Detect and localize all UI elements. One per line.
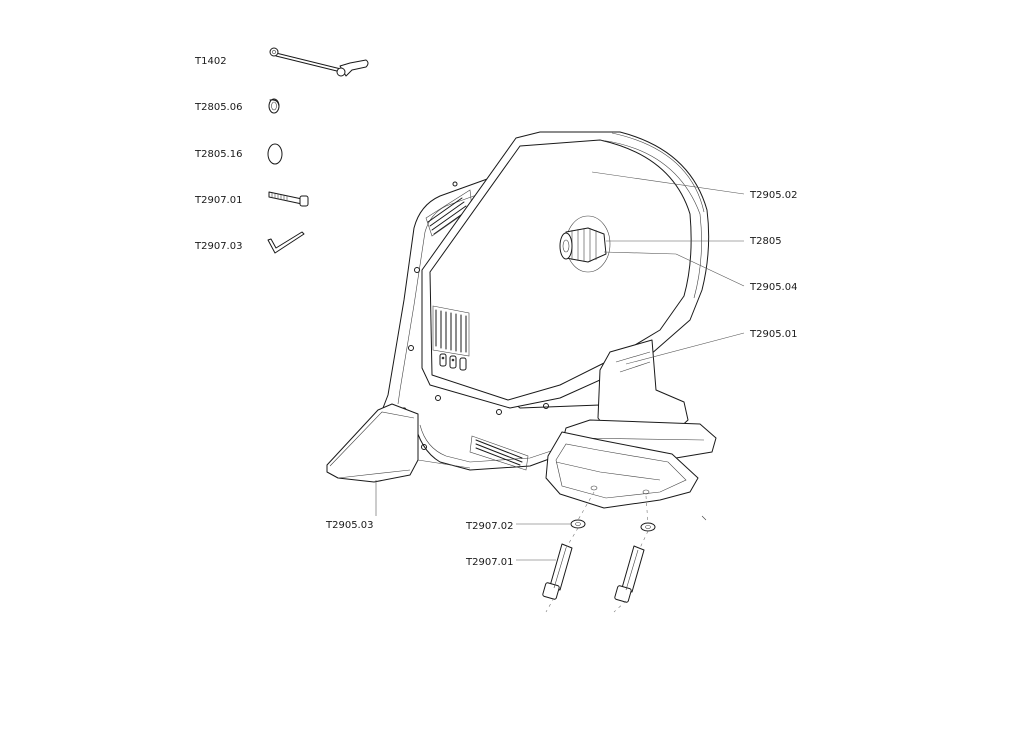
front-foot: [326, 403, 471, 483]
trainer-body: [326, 131, 717, 521]
label-t2905-04: T2905.04: [749, 282, 797, 293]
washer-right-icon: [640, 522, 656, 532]
spacer-ring-icon: [268, 98, 280, 114]
label-t2905-02: T2905.02: [749, 190, 797, 201]
leader-lines: [375, 171, 745, 561]
thru-axle-icon: [269, 47, 369, 77]
label-t2907-01-top: T2907.01: [194, 195, 242, 206]
lower-vent: [469, 435, 529, 471]
flywheel-cover: [421, 131, 710, 409]
label-t2907-01-bottom: T2907.01: [465, 557, 513, 568]
rear-base-plate: [545, 431, 699, 509]
led-buttons: [439, 353, 467, 371]
bolt-left-icon: [542, 543, 573, 600]
cassette-body: [559, 215, 611, 273]
bolt-icon: [268, 191, 309, 207]
hex-key-icon: [267, 231, 305, 254]
washer-left-icon: [570, 519, 586, 529]
center-vent: [432, 305, 470, 357]
label-t1402: T1402: [194, 56, 227, 67]
label-t2905-01: T2905.01: [749, 329, 797, 340]
label-t2805: T2805: [749, 236, 782, 247]
label-t2907-03: T2907.03: [194, 241, 242, 252]
bolt-right-icon: [614, 545, 645, 603]
o-ring-icon: [267, 143, 283, 165]
label-t2805-16: T2805.16: [194, 149, 242, 160]
label-t2905-03: T2905.03: [325, 520, 373, 531]
label-t2907-02: T2907.02: [465, 521, 513, 532]
label-t2805-06: T2805.06: [194, 102, 242, 113]
